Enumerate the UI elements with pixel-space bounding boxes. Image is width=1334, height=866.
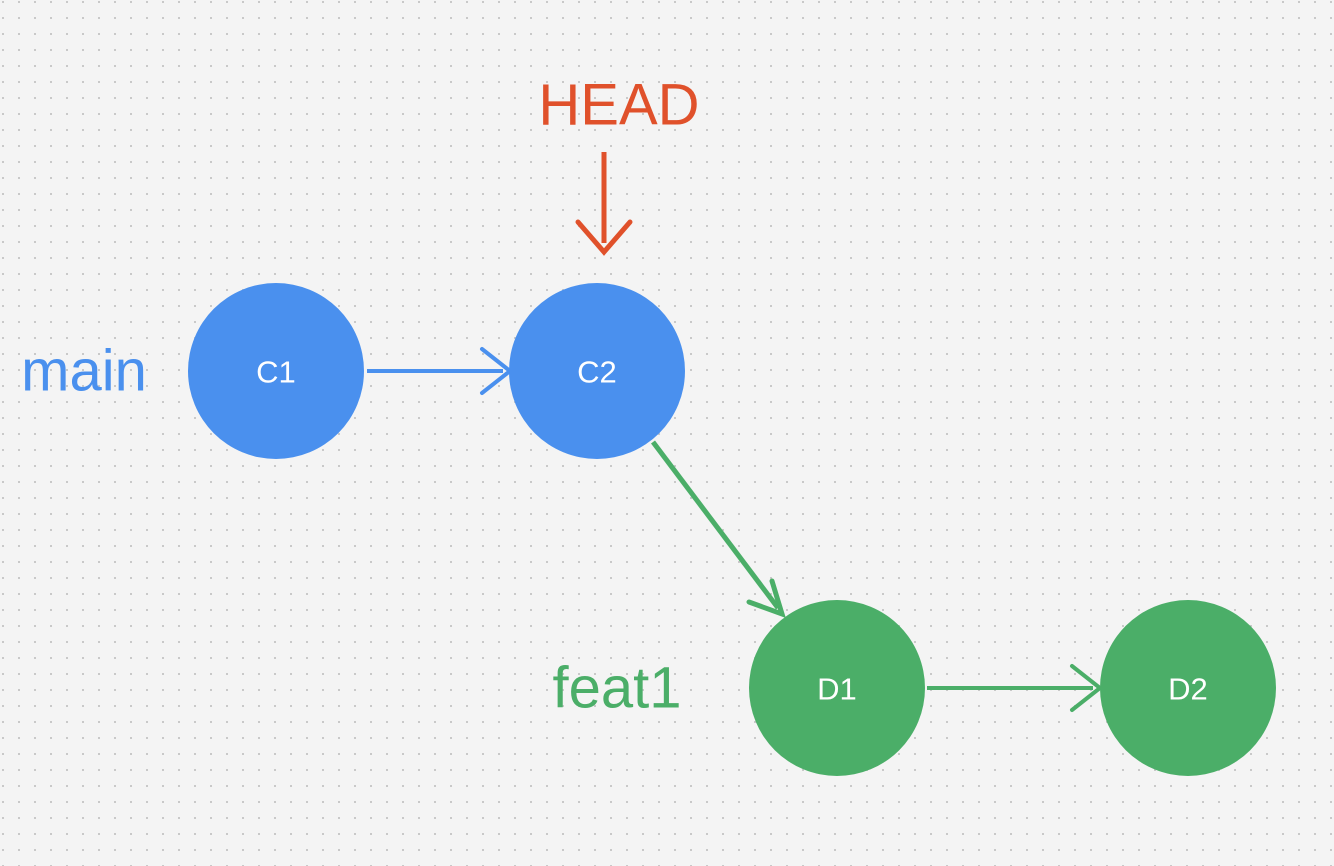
- head-arrow-head: [575, 219, 633, 256]
- commit-node-d2[interactable]: D2: [1100, 600, 1276, 776]
- commit-circle-d2[interactable]: [1100, 600, 1276, 776]
- commit-label-c2: C2: [577, 355, 617, 390]
- commit-circle-d1[interactable]: [749, 600, 925, 776]
- edge-c2-d1: [651, 440, 786, 619]
- commit-circle-c2[interactable]: [509, 283, 685, 459]
- commit-node-d1[interactable]: D1: [749, 600, 925, 776]
- commit-label-d1: D1: [817, 672, 857, 707]
- commit-circle-c1[interactable]: [188, 283, 364, 459]
- commit-label-d2: D2: [1168, 672, 1208, 707]
- head-label: HEAD: [538, 73, 699, 138]
- branch-label-feat1[interactable]: feat1: [553, 656, 682, 721]
- branch-label-main[interactable]: main: [21, 339, 147, 404]
- edge-c1-c2: [367, 347, 514, 395]
- edge-c2-d1-arrowhead: [746, 578, 786, 619]
- head-pointer-arrow: [575, 152, 633, 256]
- edge-c2-d1-line: [651, 440, 780, 610]
- commit-label-c1: C1: [256, 355, 296, 390]
- commit-node-c1[interactable]: C1: [188, 283, 364, 459]
- edge-d1-d2: [927, 664, 1104, 712]
- commit-node-c2[interactable]: C2: [509, 283, 685, 459]
